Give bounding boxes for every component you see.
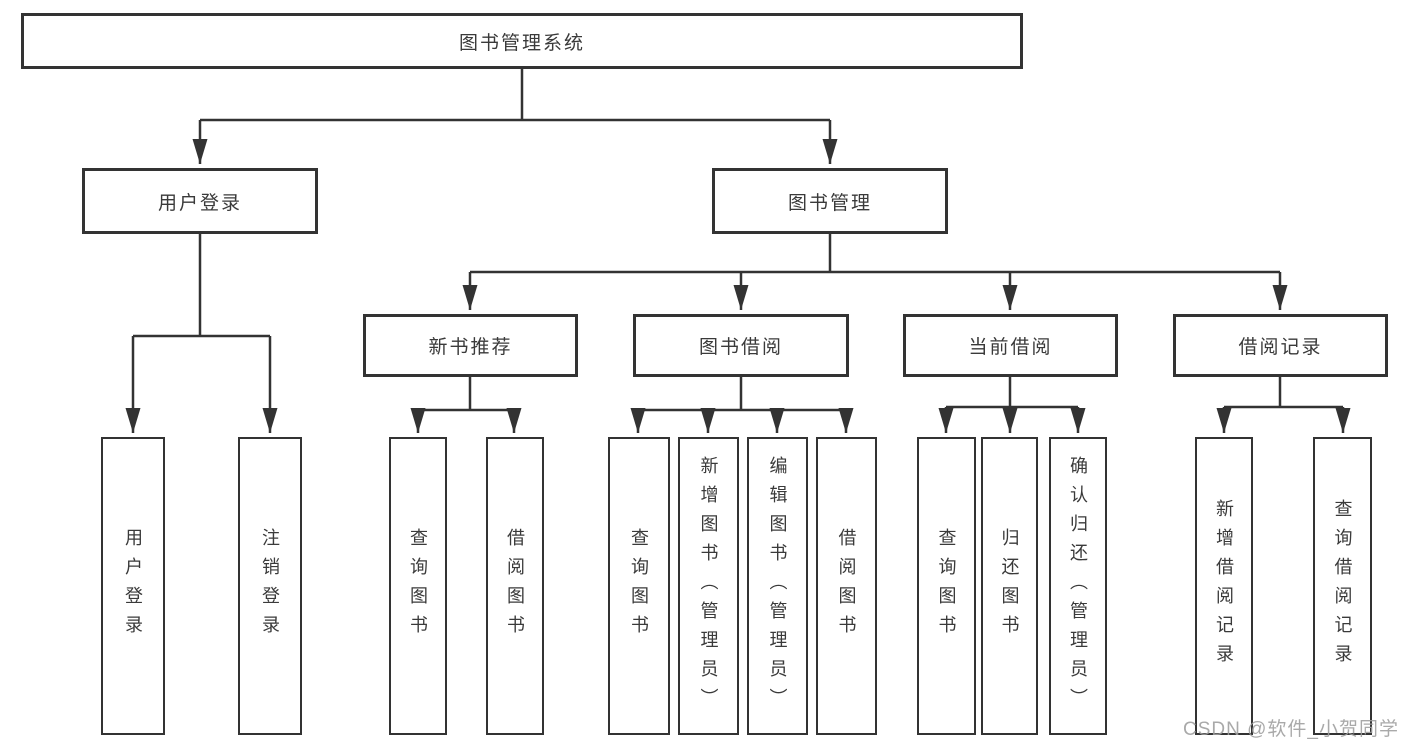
leaf-user-login-label: 用户登录: [123, 528, 143, 644]
node-borrowing-records: 借阅记录: [1173, 314, 1388, 377]
node-current-borrowing: 当前借阅: [903, 314, 1118, 377]
leaf-query-borrow-record: 查询借阅记录: [1313, 437, 1372, 735]
leaf-borrow-books-recommend: 借阅图书: [486, 437, 544, 735]
leaf-query-books-borrowing-label: 查询图书: [629, 528, 649, 644]
node-book-management-label: 图书管理: [787, 192, 872, 214]
leaf-confirm-return-admin: 确认归还（管理员）: [1049, 437, 1107, 735]
leaf-query-books-current-label: 查询图书: [936, 528, 957, 644]
node-book-borrowing-label: 图书借阅: [698, 337, 783, 358]
leaf-add-borrow-record-label: 新增借阅记录: [1214, 499, 1234, 673]
leaf-query-books-recommend-label: 查询图书: [408, 528, 428, 644]
leaf-query-books-recommend: 查询图书: [389, 437, 447, 735]
node-user-login-label: 用户登录: [157, 192, 242, 214]
node-new-book-recommend-label: 新书推荐: [428, 337, 513, 358]
leaf-borrow-books-borrowing: 借阅图书: [816, 437, 877, 735]
leaf-query-books-borrowing: 查询图书: [608, 437, 670, 735]
node-new-book-recommend: 新书推荐: [363, 314, 578, 377]
leaf-confirm-return-admin-label: 确认归还（管理员）: [1068, 455, 1088, 717]
node-user-login: 用户登录: [82, 168, 318, 234]
leaf-add-book-admin: 新增图书（管理员）: [678, 437, 739, 735]
leaf-edit-book-admin: 编辑图书（管理员）: [747, 437, 808, 735]
node-root-label: 图书管理系统: [458, 32, 585, 54]
node-borrowing-records-label: 借阅记录: [1238, 337, 1323, 358]
leaf-query-borrow-record-label: 查询借阅记录: [1332, 499, 1353, 673]
leaf-add-book-admin-label: 新增图书（管理员）: [698, 455, 719, 717]
leaf-add-borrow-record: 新增借阅记录: [1195, 437, 1253, 735]
node-current-borrowing-label: 当前借阅: [968, 337, 1053, 358]
node-book-management: 图书管理: [712, 168, 948, 234]
node-book-borrowing: 图书借阅: [633, 314, 849, 377]
leaf-return-books: 归还图书: [981, 437, 1038, 735]
leaf-return-books-label: 归还图书: [999, 528, 1020, 644]
leaf-user-login: 用户登录: [101, 437, 165, 735]
node-root: 图书管理系统: [21, 13, 1023, 69]
leaf-edit-book-admin-label: 编辑图书（管理员）: [767, 455, 788, 717]
leaf-query-books-current: 查询图书: [917, 437, 976, 735]
leaf-logout-login: 注销登录: [238, 437, 302, 735]
csdn-watermark: CSDN @软件_小贺同学: [1183, 719, 1399, 740]
leaf-logout-login-label: 注销登录: [260, 528, 280, 644]
leaf-borrow-books-recommend-label: 借阅图书: [505, 528, 525, 644]
leaf-borrow-books-borrowing-label: 借阅图书: [836, 528, 857, 644]
